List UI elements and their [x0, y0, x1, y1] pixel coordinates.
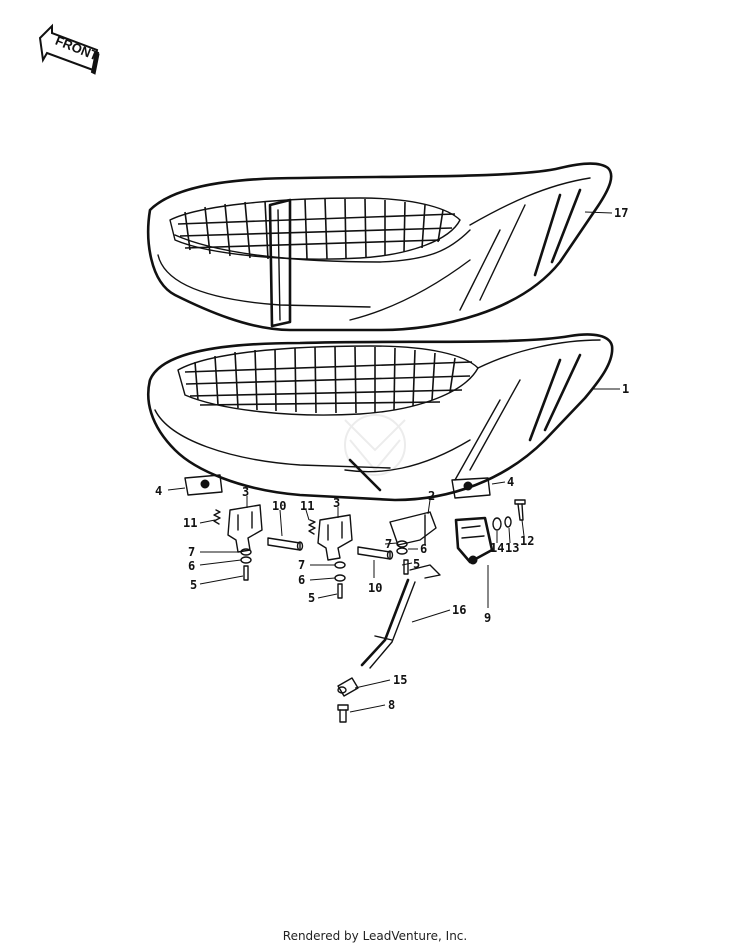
callout-9: 9	[484, 611, 491, 625]
callout-7-right: 7	[385, 537, 392, 551]
callout-11-left: 11	[183, 516, 197, 530]
strap-bolt	[337, 704, 349, 723]
strap-hook	[409, 564, 441, 579]
callout-2: 2	[428, 489, 435, 503]
callout-10-left: 10	[272, 499, 286, 513]
callout-1: 1	[622, 382, 629, 396]
callout-17: 17	[614, 206, 628, 220]
lower-quilt-grid	[184, 346, 473, 414]
upper-quilt-grid	[177, 198, 456, 260]
callout-5-middle: 5	[308, 591, 315, 605]
lock-washers	[492, 516, 512, 531]
callout-4-right: 4	[507, 475, 514, 489]
callout-10-middle: 10	[368, 581, 382, 595]
lock-bolt	[514, 499, 526, 521]
spring-left-icon	[213, 509, 221, 525]
callout-13: 13	[505, 541, 519, 555]
mount-plate-left	[184, 474, 223, 496]
lower-seat-assembly	[146, 333, 614, 502]
callout-7-left: 7	[188, 545, 195, 559]
callout-4-left: 4	[155, 484, 162, 498]
seat-strap	[360, 578, 416, 669]
front-arrow-icon: FRONT	[38, 23, 100, 75]
callout-12: 12	[520, 534, 534, 548]
callout-8: 8	[388, 698, 395, 712]
hinge-bracket-left	[227, 504, 263, 553]
leader-lines	[167, 211, 620, 713]
callout-5-right: 5	[413, 557, 420, 571]
callout-16: 16	[452, 603, 466, 617]
seat-lock-assembly	[454, 516, 494, 565]
callout-3-left: 3	[242, 485, 249, 499]
callout-7-middle: 7	[298, 558, 305, 572]
washer-set-left	[240, 548, 252, 581]
mount-plate-right	[451, 477, 491, 499]
latch-bracket	[389, 511, 437, 546]
callout-11-middle: 11	[300, 499, 314, 513]
hinge-pin-middle	[357, 546, 394, 560]
callout-6-left: 6	[188, 559, 195, 573]
watermark	[344, 414, 406, 476]
hinge-bracket-middle	[317, 514, 353, 561]
strap-clamp	[337, 677, 359, 697]
washer-set-middle	[334, 561, 346, 599]
washer-set-right	[396, 540, 409, 575]
callout-6-right: 6	[420, 542, 427, 556]
footer-credit: Rendered by LeadVenture, Inc.	[283, 929, 467, 943]
upper-seat-assembly	[147, 162, 613, 332]
callout-15: 15	[393, 673, 407, 687]
callout-14: 14	[490, 541, 504, 555]
callout-5-left: 5	[190, 578, 197, 592]
callout-labels: 17 1 4 4 3 3 2 11 11 10 10 7 7 7 6 6 6 5…	[155, 206, 629, 712]
spring-middle-icon	[308, 519, 316, 535]
callout-3-middle: 3	[333, 496, 340, 510]
hinge-pin-left	[267, 537, 304, 551]
callout-6-middle: 6	[298, 573, 305, 587]
